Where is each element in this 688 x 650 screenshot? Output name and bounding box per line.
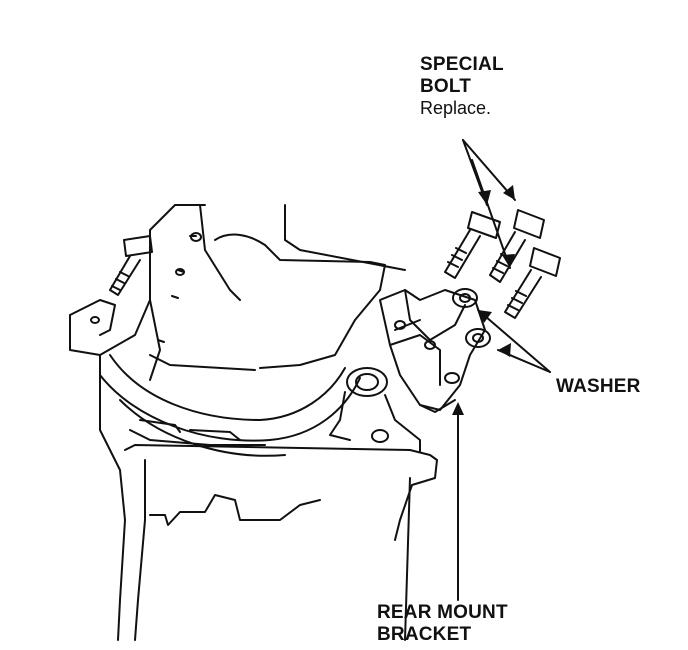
special-bolt-label: SPECIAL BOLT Replace. [420,54,504,118]
rear-mount-line1: REAR MOUNT [377,602,508,623]
bell-housing-arcs [99,354,361,457]
special-bolts [444,209,561,319]
mount-boss [329,367,421,453]
special-bolt-line1: SPECIAL [420,54,504,75]
rear-mount-line2: BRACKET [377,623,472,645]
engine-housing [69,204,406,641]
detail-marks [157,232,202,343]
washer-shapes [452,288,491,348]
rear-mount-bracket [379,289,486,413]
bolt-left-icon [444,211,501,279]
leader-lines [457,139,551,601]
left-bolt-icon [90,235,153,324]
special-bolt-note: Replace. [420,97,492,118]
bolt-right-icon [504,247,561,319]
washer-upper-icon [452,288,478,308]
rear-mount-bracket-label: REAR MOUNT BRACKET [377,602,508,646]
lower-body [124,444,438,641]
arrowheads [452,185,515,415]
washer-lower-icon [465,328,491,348]
special-bolt-line2: BOLT [420,75,472,97]
washer-label: WASHER [556,376,641,397]
